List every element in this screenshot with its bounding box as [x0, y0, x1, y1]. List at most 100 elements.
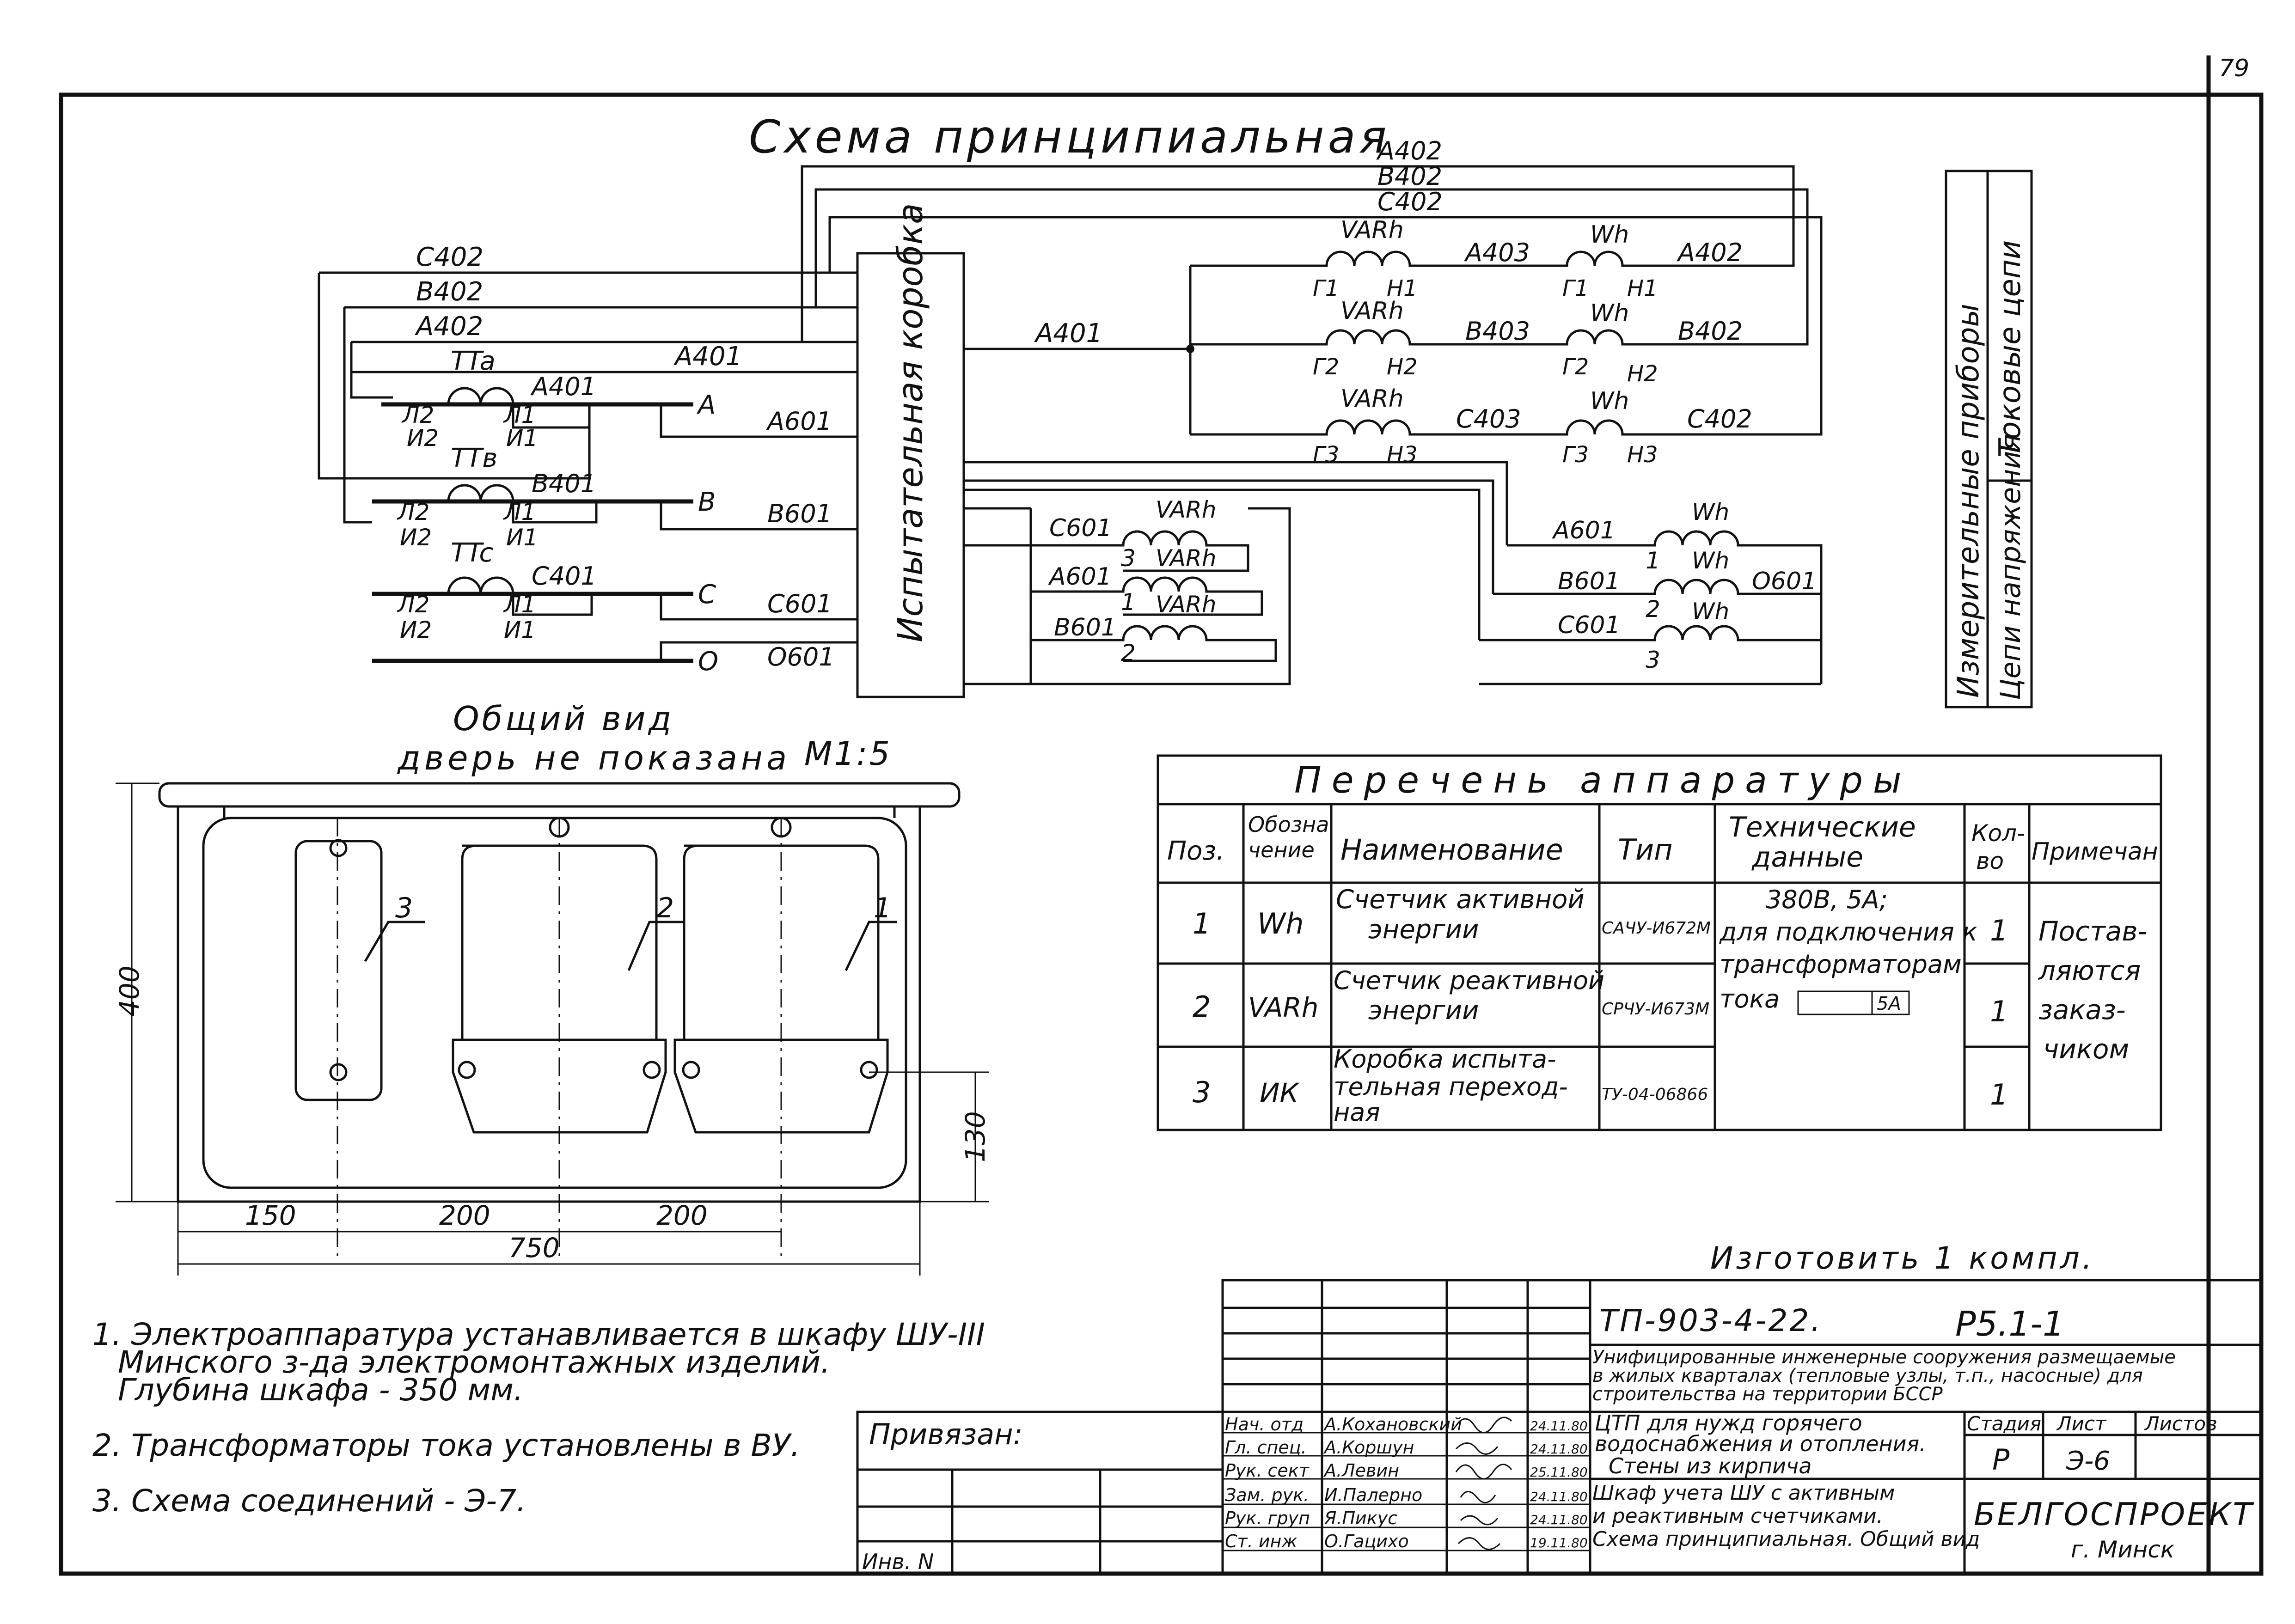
transformer-b: TTв В401 Л2 Л1 И2 И1 В	[372, 443, 716, 551]
out-3: С402	[1687, 404, 1752, 433]
gv-subtitle: дверь не показана	[397, 739, 790, 777]
object-3: Стены из кирпича	[1609, 1453, 1812, 1478]
vwh-2-name: Wh	[1692, 547, 1729, 574]
col-type: Тип	[1618, 833, 1673, 867]
staff-date-5: 24.11.80	[1530, 1512, 1588, 1527]
title-block: Привязан: Инв. N ТП-903-4-22. Р5.1-1 Уни…	[856, 1279, 2262, 1575]
row2-qty: 1	[1990, 995, 2008, 1028]
drawing-1: Шкаф учета ШУ с активным	[1592, 1481, 1895, 1505]
voltage-wh-row-2: В601 Wh 2 О601	[1493, 547, 1821, 623]
gv-pos-2: 2	[656, 892, 674, 924]
wire-b402-left: В402	[416, 277, 483, 307]
phase-a: А	[697, 390, 716, 420]
org-city: г. Минск	[2071, 1536, 2174, 1563]
row3-name-3: ная	[1334, 1098, 1380, 1127]
tt-a-name: TTa	[451, 346, 496, 376]
vwh-1-num: 1	[1646, 547, 1660, 574]
schematic-title: Схема принципиальная	[749, 111, 1390, 164]
row3-name-2: тельная переход-	[1334, 1072, 1568, 1101]
circuit-legend-table: Измерительные приборы Токовые цепи Цепи …	[1945, 170, 2033, 708]
sheets-header: Листов	[2144, 1412, 2217, 1435]
note-2: ляются	[2038, 955, 2141, 986]
staff-name-1: А.Кохановский	[1323, 1414, 1462, 1435]
transformer-c: TTc С401 Л2 Л1 И2 И1 С	[372, 538, 716, 643]
row3-pos: 3	[1193, 1075, 1211, 1109]
vwh-2-wire: В601	[1558, 568, 1620, 595]
tech-5: 5А	[1877, 993, 1901, 1014]
var-1-h: Н1	[1387, 275, 1418, 301]
out-1: А402	[1677, 238, 1743, 267]
staff-name-6: О.Гацихо	[1324, 1531, 1409, 1551]
voltage-wh-row-1: А601 Wh 1	[1507, 499, 1823, 684]
var-1-g: Г1	[1313, 275, 1339, 301]
tt-b-u1: И1	[506, 524, 538, 551]
wh-1-g: Г1	[1562, 275, 1589, 301]
vvar-3-wire: В601	[1054, 614, 1116, 641]
transformer-a: TTa А401 Л2 Л1 И2 И1 А	[381, 346, 716, 480]
col-tech: Технические данные	[1729, 811, 1925, 873]
proj-title-3: строительства на территории БССР	[1592, 1384, 1943, 1405]
tech-3: трансформаторам	[1720, 950, 1962, 979]
col-code: Обозна чение	[1248, 812, 1336, 862]
row1-pos: 1	[1193, 907, 1211, 940]
current-row-2: VARh Г2 Н2 В403 Wh Г2 Н2 В402	[1190, 297, 1775, 387]
tt-a-u2: И2	[407, 425, 439, 452]
col-qty-a: Кол-	[1971, 820, 2025, 847]
vvar-1-num: 3	[1121, 545, 1136, 572]
var-3-h: Н3	[1387, 442, 1418, 468]
tt-b-name: TTв	[451, 443, 497, 473]
proj-title-2: в жилых кварталах (тепловые узлы, т.п., …	[1592, 1365, 2143, 1386]
wh-2-h: Н2	[1627, 361, 1658, 387]
tt-a-wire: А401	[530, 372, 596, 401]
legend-current: Токовые цепи	[1993, 240, 2027, 458]
drawing-3: Схема принципиальная. Общий вид	[1592, 1527, 1980, 1551]
wh-3-h: Н3	[1627, 442, 1658, 468]
row2-code: VARh	[1248, 992, 1318, 1023]
equipment-table: Перечень аппаратуры Поз. Обозна чение На…	[1157, 754, 2162, 1131]
wire-a402-top: А402	[1376, 136, 1442, 165]
staff-date-1: 24.11.80	[1530, 1418, 1588, 1434]
phase-o: О	[698, 647, 718, 677]
voltage-var-row-3: В601 VARh 2	[1031, 591, 1277, 666]
staff-date-4: 24.11.80	[1530, 1489, 1588, 1504]
org-name: БЕЛГОСПРОЕКТ	[1974, 1496, 2254, 1533]
var-2-name: VARh	[1340, 297, 1404, 325]
gv-dim-750: 750	[508, 1232, 560, 1264]
note-1: Постав-	[2038, 916, 2147, 947]
wh-2-g: Г2	[1562, 354, 1589, 380]
row3-code: ИК	[1260, 1077, 1300, 1109]
row1-name-1: Счетчик активной	[1336, 885, 1585, 915]
current-row-3: VARh Г3 Н3 С403 Wh Г3 Н3 С402	[1190, 385, 1775, 468]
notes: 1. Электроаппаратура устанавливается в ш…	[92, 1317, 985, 1519]
tt-c-l1: Л1	[503, 591, 536, 618]
equipment-title: Перечень аппаратуры	[1294, 760, 1912, 801]
row1-code: Wh	[1257, 907, 1304, 940]
row3-type: ТУ-04-06866	[1602, 1085, 1708, 1104]
row1-type: САЧУ-И672М	[1602, 919, 1711, 938]
row2-pos: 2	[1193, 990, 1211, 1024]
col-name: Наименование	[1340, 833, 1563, 867]
vvar-2-wire: А601	[1048, 563, 1112, 591]
wire-a601-left: А601	[766, 407, 832, 436]
tech-1: 380В, 5А;	[1766, 885, 1888, 914]
doc-code: ТП-903-4-22.	[1599, 1303, 1822, 1338]
phase-b: В	[698, 487, 716, 517]
legend-voltage: Цепи напряжения	[1995, 434, 2027, 700]
note-3: заказ-	[2038, 994, 2126, 1026]
vvar-1-name: VARh	[1156, 496, 1216, 523]
tt-a-l2: Л2	[401, 402, 434, 428]
wire-b402-top: В402	[1377, 162, 1442, 191]
staff-role-3: Рук. сект	[1225, 1460, 1310, 1481]
gv-title: Общий вид	[453, 699, 674, 738]
legend-header: Измерительные приборы	[1952, 304, 1986, 698]
phase-c: С	[698, 580, 716, 610]
staff-role-2: Гл. спец.	[1225, 1437, 1307, 1458]
row2-name-2: энергии	[1368, 995, 1479, 1026]
row1-qty: 1	[1990, 914, 2008, 947]
var-2-g: Г2	[1313, 354, 1339, 380]
mid-3: С403	[1456, 404, 1521, 433]
vvar-2-num: 1	[1121, 589, 1136, 616]
row2-type: СРЧУ-И673М	[1602, 1000, 1709, 1019]
voltage-wh-row-3: С601 Wh 3	[1479, 598, 1821, 673]
